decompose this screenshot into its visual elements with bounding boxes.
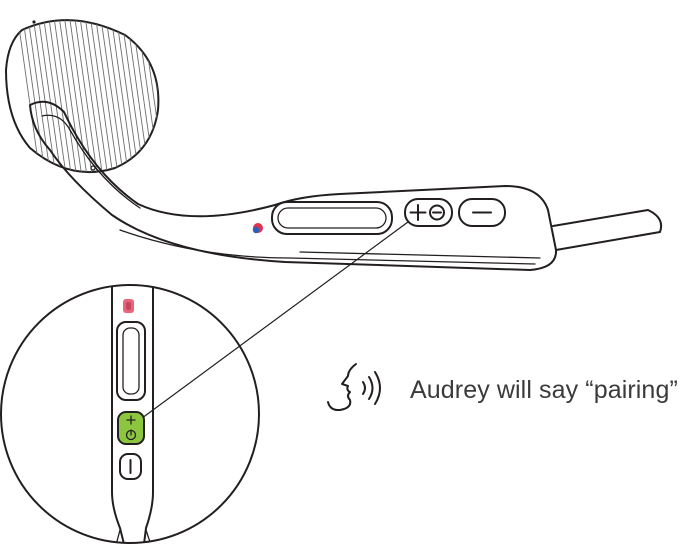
pod-texture-line: [27, 20, 51, 173]
pod-texture-line: [85, 20, 109, 173]
speaking-head-icon: [327, 363, 381, 411]
zoom-slot: [116, 321, 146, 401]
pairing-caption: Audrey will say “pairing”: [410, 376, 678, 404]
plus-power-icon: [409, 204, 445, 221]
pod-texture-line: [79, 20, 103, 173]
pod-texture-line: [90, 20, 114, 173]
pod-texture-line: [105, 20, 129, 173]
pod-texture-line: [100, 20, 124, 173]
leader-line: [133, 221, 409, 425]
pod-texture-line: [64, 20, 88, 173]
pod-texture-line: [142, 20, 159, 173]
zoom-plus-power-button[interactable]: [117, 411, 145, 445]
arm-led: [252, 223, 263, 234]
pod-texture-line: [95, 20, 119, 173]
pod-texture-line: [43, 20, 67, 173]
pod-texture-line: [74, 20, 98, 173]
arm-plus-power-button[interactable]: [404, 198, 453, 227]
pod-texture: [17, 20, 159, 173]
pod-texture-line: [121, 20, 145, 173]
pod-texture-line: [33, 20, 57, 173]
pod-dot: [32, 20, 36, 24]
pod-dot-lower: [90, 165, 96, 171]
pod-texture-line: [137, 20, 159, 173]
pod-texture-line: [38, 20, 62, 173]
pod-texture-line: [116, 20, 140, 173]
pod-texture-line: [69, 20, 93, 173]
earpiece-pod: [5, 19, 160, 174]
arm-minus-button[interactable]: [458, 198, 506, 227]
zoom-minus-button[interactable]: [119, 453, 142, 480]
pod-texture-line: [59, 20, 83, 173]
pod-texture-line: [111, 20, 135, 173]
pod-texture-line: [22, 20, 46, 173]
pod-texture-line: [17, 20, 41, 173]
zoom-circle: [0, 284, 260, 544]
neckband-arm: [29, 100, 663, 271]
plus-power-icon-zoom: [125, 415, 137, 441]
pod-texture-line: [48, 20, 72, 173]
arm-slot: [271, 201, 393, 235]
pod-texture-line: [53, 20, 77, 173]
